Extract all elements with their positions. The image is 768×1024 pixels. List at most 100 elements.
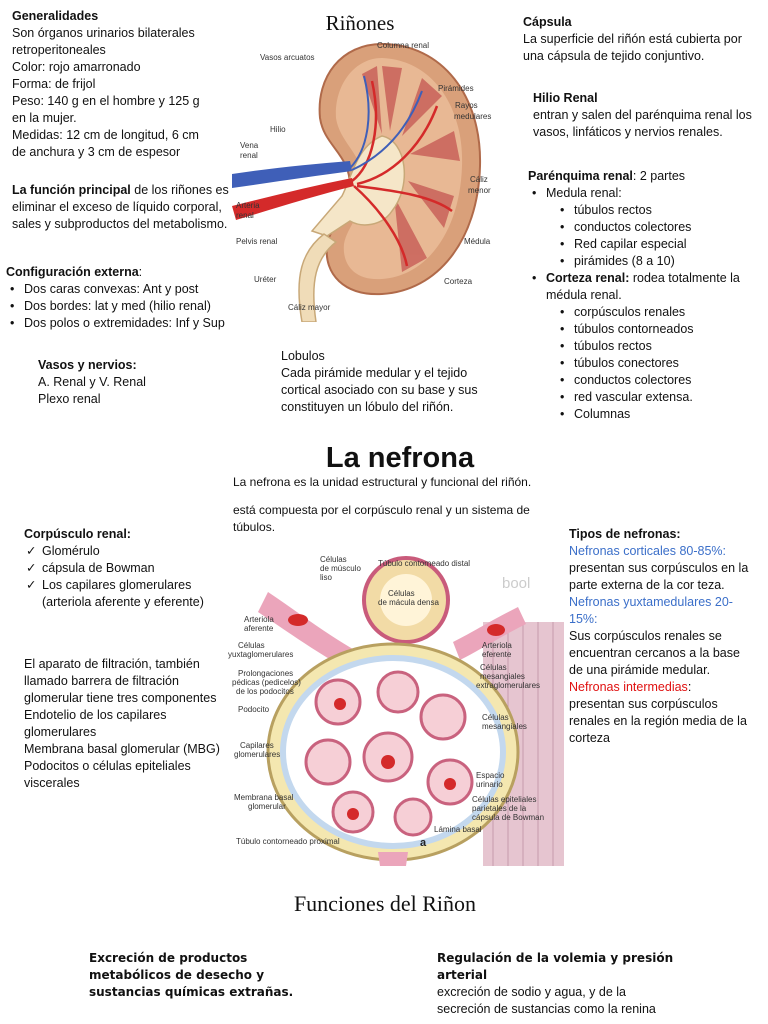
list-item: corpúsculos renales: [556, 304, 764, 321]
label-capilares: glomerulares: [234, 750, 280, 759]
label-prolongaciones: de los podocitos: [236, 687, 294, 696]
label-mbg: Membrana basal: [234, 793, 294, 802]
generalidades-line: en la mujer.: [12, 111, 77, 125]
label-parietales: parietales de la: [472, 804, 527, 813]
list-item: conductos colectores: [556, 372, 764, 389]
label-parietales: Células epiteliales: [472, 795, 536, 804]
yuxta-heading: Nefronas yuxtamedulares 20-15%:: [569, 595, 733, 626]
vasos-line: Plexo renal: [38, 392, 101, 406]
list-item: túbulos conectores: [556, 355, 764, 372]
lobulos-heading: Lobulos: [281, 349, 325, 363]
label-caliz-menor: menor: [468, 186, 491, 195]
configuracion-heading: Configuración externa: [6, 265, 139, 279]
label-arteriola-eferente: Arteriola: [482, 641, 512, 650]
list-item: Los capilares glomerulares (arteriola af…: [24, 577, 224, 611]
filtracion-line: Endotelio de los capilares glomerulares: [24, 708, 167, 739]
kidney-figure: Vasos arcuatos Columna renal Pirámides R…: [232, 41, 491, 322]
label-mesangiales: mesangiales: [482, 722, 527, 731]
hilio-section: Hilio Renal entran y salen del parénquim…: [533, 90, 758, 141]
label-musculo: de músculo: [320, 564, 361, 573]
capsula-section: Cápsula La superficie del riñón está cub…: [523, 14, 763, 65]
label-tubulo-distal: Túbulo contorneado distal: [378, 559, 470, 568]
label-arteria: Arteria: [236, 201, 260, 210]
label-vena: Vena: [240, 141, 259, 150]
label-columna-renal: Columna renal: [377, 41, 429, 50]
label-yuxta: yuxtaglomerulares: [228, 650, 293, 659]
funcion-regulacion: Regulación de la volemia y presión arter…: [437, 950, 677, 1018]
corteza-rest: rodea totalmente la médula renal.: [546, 271, 740, 302]
label-ureter: Uréter: [254, 275, 277, 284]
vasos-nervios-section: Vasos y nervios: A. Renal y V. Renal Ple…: [38, 357, 228, 408]
list-item: Dos bordes: lat y med (hilio renal): [6, 298, 241, 315]
funcion-principal-text: de los riñones es eliminar el exceso de …: [12, 183, 229, 231]
generalidades-line: Color: rojo amarronado: [12, 60, 141, 74]
medula-sublist: túbulos rectos conductos colectores Red …: [546, 202, 764, 270]
label-arteriola-aferente: Arteriola: [244, 615, 274, 624]
list-item: Red capilar especial: [556, 236, 764, 253]
corpusculo-list: Glomérulo cápsula de Bowman Los capilare…: [24, 543, 224, 611]
list-item: túbulos contorneados: [556, 321, 764, 338]
parenquima-list: Medula renal: túbulos rectos conductos c…: [528, 185, 764, 423]
list-item: Columnas: [556, 406, 764, 423]
renal-vein-shape: [232, 161, 352, 188]
intermedias-heading: Nefronas intermedias: [569, 680, 688, 694]
nefrona-title: La nefrona: [325, 442, 475, 474]
intermedias-text: presentan sus corpúsculos renales en la …: [569, 697, 747, 745]
label-musculo: liso: [320, 573, 333, 582]
renal-artery-shape: [232, 178, 354, 220]
generalidades-line: Peso: 140 g en el hombre y 125 g: [12, 94, 200, 108]
rinones-title: Riñones: [325, 11, 395, 35]
hilio-text: entran y salen del parénquima renal los …: [533, 108, 752, 139]
capsula-text: La superficie del riñón está cubierta po…: [523, 32, 742, 63]
label-arteria-renal: renal: [236, 211, 254, 220]
afferent-arteriole-shape: [258, 592, 358, 670]
proximal-tubule-shape: [378, 852, 408, 866]
label-mesangiales-extra: extraglomerulares: [476, 681, 540, 690]
lobulos-section: Lobulos Cada pirámide medular y el tejid…: [281, 348, 501, 416]
list-item: túbulos rectos: [556, 202, 764, 219]
list-item: Dos polos o extremidades: Inf y Sup: [6, 315, 241, 332]
vasos-line: A. Renal y V. Renal: [38, 375, 146, 389]
corteza-label: Corteza renal:: [546, 271, 630, 285]
label-tubulo-proximal: Túbulo contorneado proximal: [236, 837, 340, 846]
label-medula: Médula: [464, 237, 491, 246]
list-item: Dos caras convexas: Ant y post: [6, 281, 241, 298]
label-medulares: medulares: [454, 112, 491, 121]
configuracion-colon: :: [138, 265, 143, 279]
label-piramides: Pirámides: [438, 84, 474, 93]
label-vasos-arcuatos: Vasos arcuatos: [260, 53, 315, 62]
list-item: pirámides (8 a 10): [556, 253, 764, 270]
generalidades-heading: Generalidades: [12, 9, 99, 23]
label-corteza: Corteza: [444, 277, 473, 286]
label-prolongaciones: pédicas (pedicelos): [232, 678, 301, 687]
generalidades-line: Forma: de frijol: [12, 77, 96, 91]
list-item: red vascular extensa.: [556, 389, 764, 406]
glomerular-capillaries: [304, 670, 474, 837]
figure-letter: a: [420, 837, 427, 849]
generalidades-line: Medidas: 12 cm de longitud, 6 cm: [12, 128, 199, 142]
parenquima-section: Parénquima renal: 2 partes Medula renal:…: [528, 168, 764, 423]
configuracion-list: Dos caras convexas: Ant y post Dos borde…: [6, 281, 241, 332]
glomerulus-figure: Células de músculo liso Túbulo contornea…: [228, 552, 564, 866]
watermark-text: bool: [502, 575, 530, 592]
yuxta-text: Sus corpúsculos renales se encuentran ce…: [569, 629, 740, 677]
label-mbg: glomerular: [248, 802, 286, 811]
list-item: conductos colectores: [556, 219, 764, 236]
generalidades-line: Son órganos urinarios bilaterales: [12, 26, 195, 40]
filtracion-line: El aparato de filtración, también llamad…: [24, 657, 217, 705]
capsula-heading: Cápsula: [523, 15, 572, 29]
label-caliz: Cáliz: [470, 175, 488, 184]
medula-label: Medula renal:: [546, 186, 622, 200]
filtracion-line: Membrana basal glomerular (MBG): [24, 742, 220, 756]
label-mesangiales-extra: mesangiales: [480, 672, 525, 681]
label-mesangiales-extra: Células: [480, 663, 507, 672]
list-item: Medula renal: túbulos rectos conductos c…: [528, 185, 764, 270]
generalidades-line: retroperitoneales: [12, 43, 106, 57]
label-rayos: Rayos: [455, 101, 478, 110]
label-capilares: Capilares: [240, 741, 274, 750]
tipos-nefronas-section: Tipos de nefronas: Nefronas corticales 8…: [569, 526, 754, 747]
arcuate-vessels: [351, 80, 453, 267]
label-espacio: Espacio: [476, 771, 505, 780]
label-musculo: Células: [320, 555, 347, 564]
label-prolongaciones: Prolongaciones: [238, 669, 293, 678]
